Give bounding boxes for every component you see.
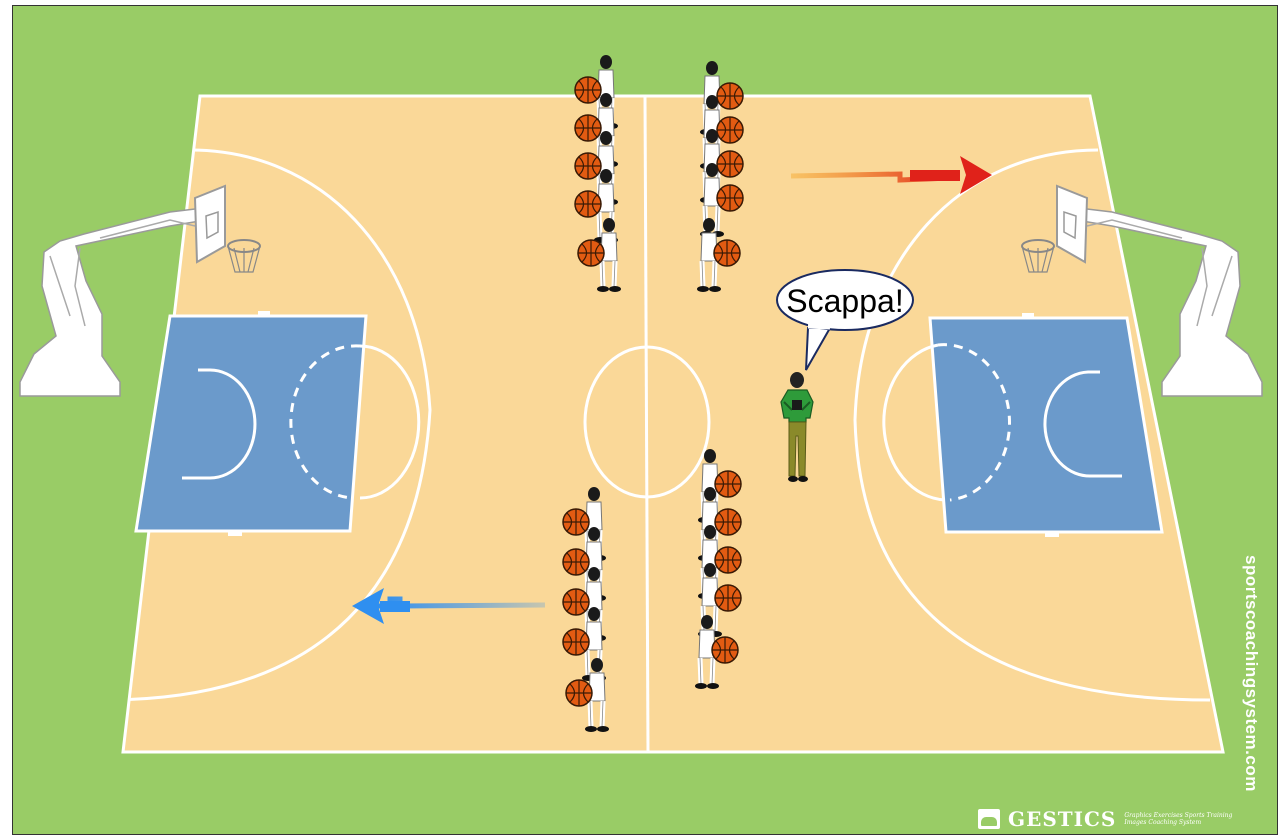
logo-tagline-line1: Graphics Exercises Sports Training <box>1124 812 1232 819</box>
basketball-icon <box>715 509 741 535</box>
speech-bubble-text: Scappa! <box>786 283 903 319</box>
basketball-icon <box>717 151 743 177</box>
basketball-icon <box>575 191 601 217</box>
basketball-icon <box>715 585 741 611</box>
watermark-text: sportscoachingsystem.com <box>1241 555 1261 792</box>
key-left <box>136 316 366 531</box>
gestics-logo-icon <box>978 809 1000 829</box>
basketball-icon <box>563 629 589 655</box>
basketball-icon <box>714 240 740 266</box>
basketball-icon <box>717 83 743 109</box>
basketball-icon <box>717 117 743 143</box>
logo-tagline: Graphics Exercises Sports Training Image… <box>1124 812 1232 826</box>
basketball-icon <box>717 185 743 211</box>
basketball-icon <box>563 509 589 535</box>
basketball-icon <box>563 549 589 575</box>
lane-mark <box>228 531 242 536</box>
lane-mark <box>1045 532 1059 537</box>
lane-mark <box>258 311 270 316</box>
lane-mark <box>1022 313 1034 318</box>
logo-name: GESTICS <box>1008 807 1116 831</box>
basketball-icon <box>712 637 738 663</box>
gestics-logo: GESTICS Graphics Exercises Sports Traini… <box>978 808 1232 830</box>
basketball-icon <box>715 471 741 497</box>
basketball-icon <box>575 115 601 141</box>
basketball-icon <box>566 680 592 706</box>
basketball-icon <box>578 240 604 266</box>
logo-tagline-line2: Images Coaching System <box>1124 819 1232 826</box>
basketball-icon <box>575 77 601 103</box>
basketball-icon <box>575 153 601 179</box>
basketball-icon <box>563 589 589 615</box>
basketball-icon <box>715 547 741 573</box>
